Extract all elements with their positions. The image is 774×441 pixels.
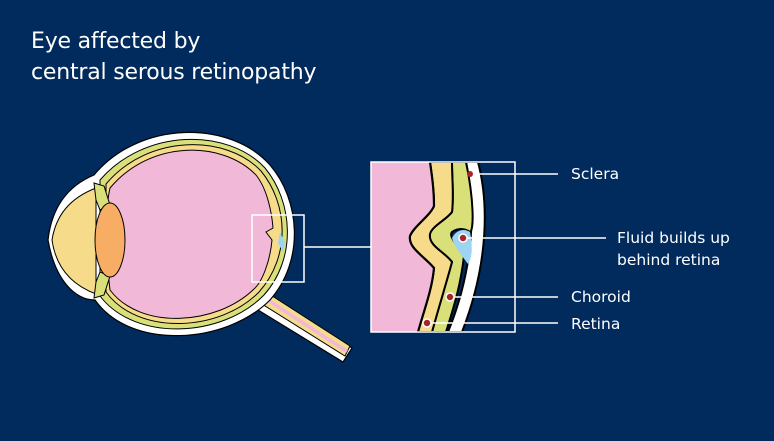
markers [422,171,473,328]
marker-fluid [458,233,468,243]
fluid-pocket-small [278,232,285,252]
leader-lines [427,173,606,324]
label-retina: Retina [571,315,621,333]
diagram-title: Eye affected by central serous retinopat… [31,26,317,88]
inset-vitreous [371,162,434,332]
label-choroid: Choroid [571,288,631,306]
label-fluid-line-1: Fluid builds up [617,229,730,247]
marker-choroid [445,292,455,302]
label-fluid: Fluid builds up behind retina [617,227,730,271]
optic-nerve [257,289,353,363]
lens [94,202,126,278]
label-sclera: Sclera [571,165,620,183]
vitreous-body [105,149,274,319]
inset-frame [370,161,516,333]
eye-cross-section [47,131,353,363]
magnified-inset [370,161,516,333]
zoom-region-box [251,214,305,283]
cornea [51,187,97,295]
title-line-2: central serous retinopathy [31,60,317,85]
marker-sclera [467,171,473,177]
title-line-1: Eye affected by [31,29,201,54]
marker-retina [422,318,432,328]
label-fluid-line-2: behind retina [617,251,721,269]
